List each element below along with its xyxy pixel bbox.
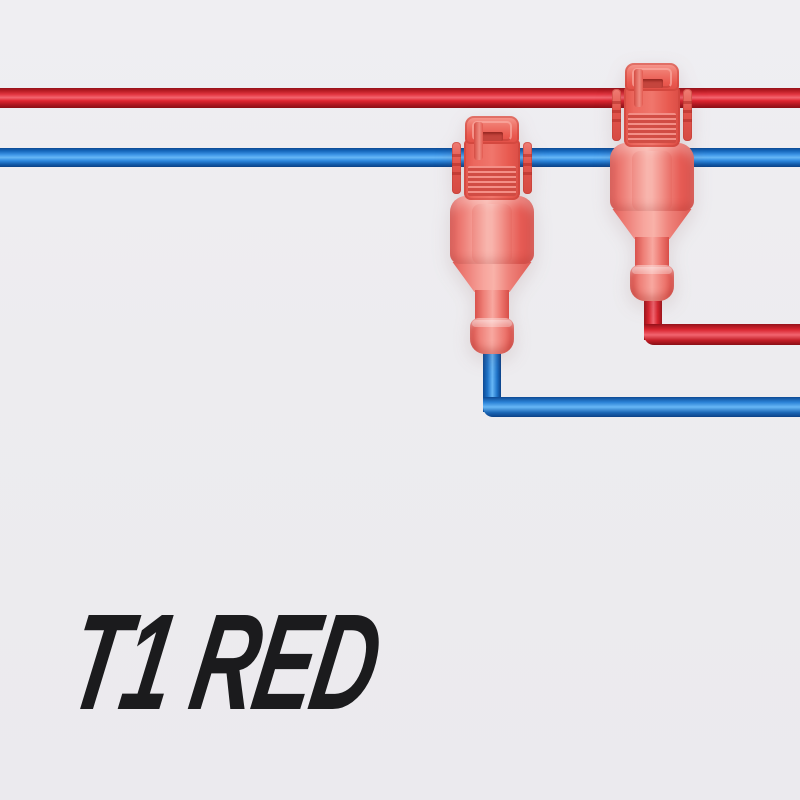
connector-latch-slot <box>481 132 503 141</box>
connector-left-wire-channel <box>452 142 461 194</box>
connector-grip-ridges <box>468 166 516 196</box>
connector-insulator-taper <box>452 262 532 292</box>
blue-branch-horizontal-segment <box>483 397 800 417</box>
connector-right-wire-channel <box>683 89 692 141</box>
product-title: T1 RED <box>58 585 390 739</box>
connector-latch-cap <box>465 116 519 144</box>
connector-insulator-barrel <box>610 143 694 212</box>
connector-hinge <box>474 122 483 160</box>
connector-latch-slot <box>641 79 663 88</box>
connector-terminal-tube <box>635 237 669 267</box>
blue-branch-wire <box>483 340 800 417</box>
red-branch-wire <box>644 288 800 345</box>
t-tap-connector-on-red-wire <box>610 63 694 301</box>
connector-right-wire-channel <box>523 142 532 194</box>
connector-grip-ridges <box>628 113 676 143</box>
connector-clip-body <box>464 140 520 200</box>
connector-clip-body <box>624 87 680 147</box>
t-tap-connector-on-blue-wire <box>450 116 534 354</box>
connector-wire-entry-cap <box>630 265 674 301</box>
red-main-wire <box>0 88 800 108</box>
connector-left-wire-channel <box>612 89 621 141</box>
connector-hinge <box>634 69 643 107</box>
blue-branch-vertical-segment <box>483 340 501 412</box>
connector-insulator-barrel <box>450 196 534 265</box>
blue-main-wire <box>0 148 800 167</box>
connector-insulator-taper <box>612 209 692 239</box>
connector-terminal-tube <box>475 290 509 320</box>
red-branch-horizontal-segment <box>644 324 800 345</box>
connector-wire-entry-cap <box>470 318 514 354</box>
